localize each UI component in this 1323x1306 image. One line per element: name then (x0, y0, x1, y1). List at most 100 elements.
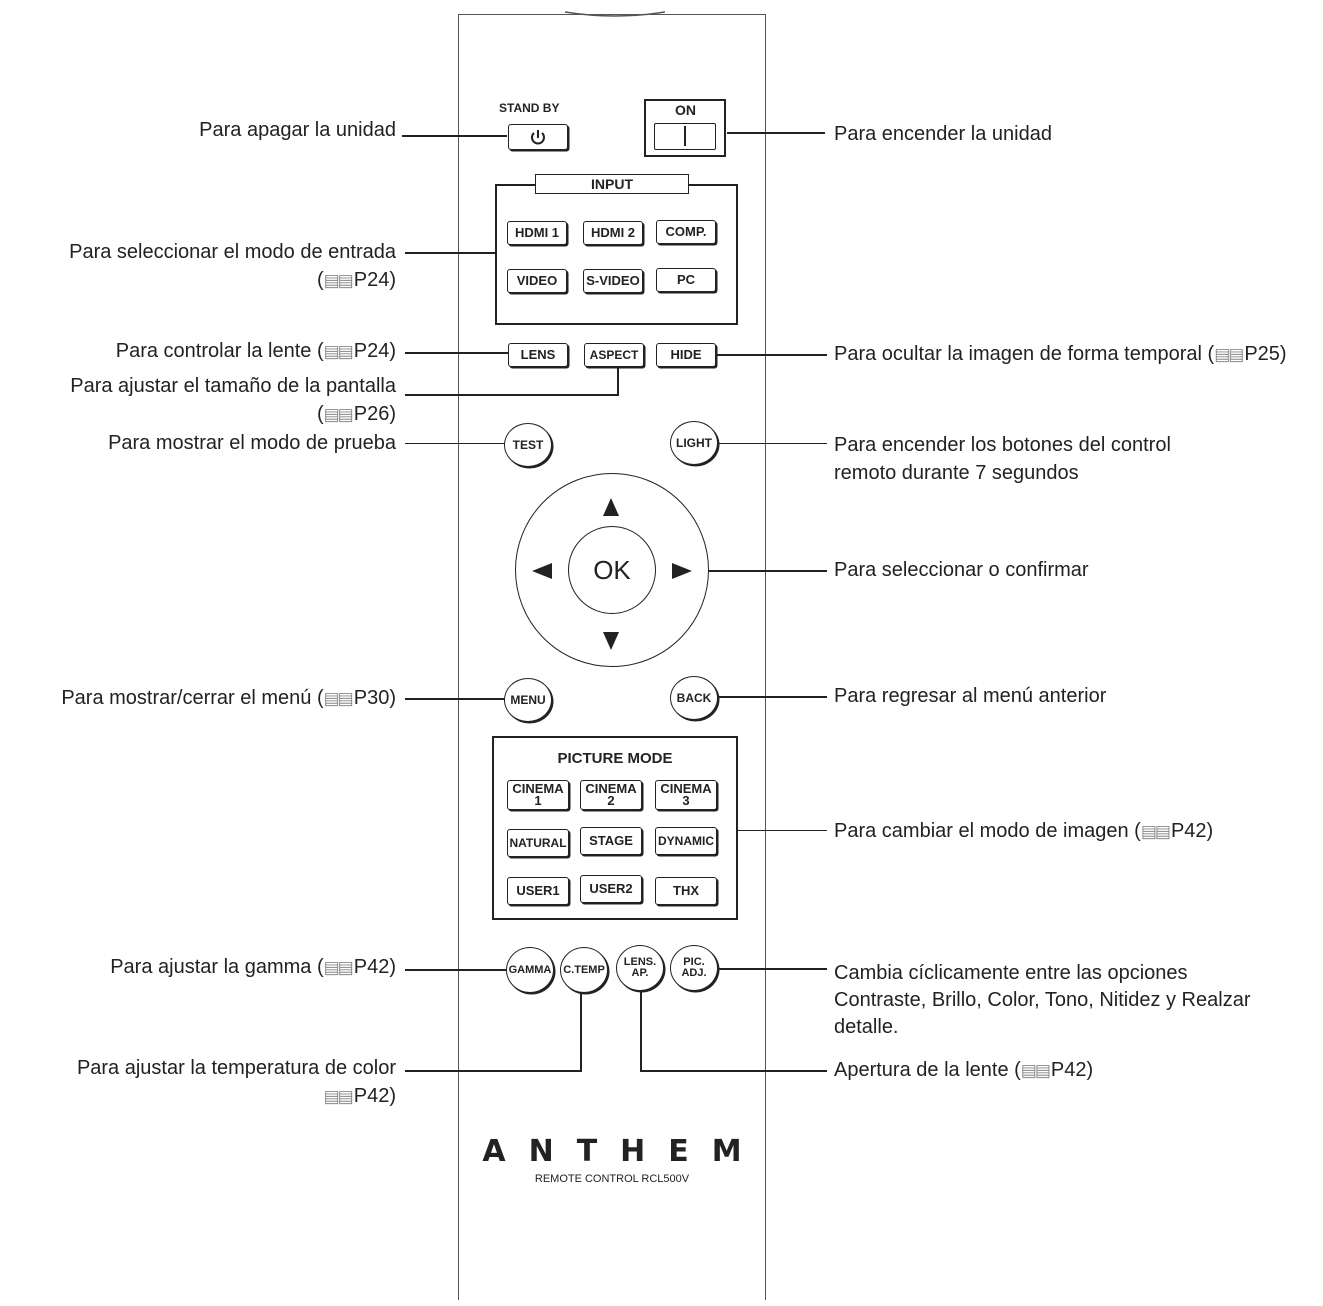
aspect-button[interactable]: ASPECT (584, 343, 644, 367)
lens-aperture-button[interactable]: LENS. AP. (616, 945, 664, 991)
on-divider (684, 126, 686, 146)
right-arrow-icon[interactable] (670, 560, 694, 582)
callout-power-off: Para apagar la unidad (199, 119, 396, 141)
book-icon: ▤▤ (323, 689, 354, 708)
callout-gamma: Para ajustar la gamma (▤▤P42) (110, 954, 396, 981)
hide-button[interactable]: HIDE (656, 343, 716, 367)
leader-aspect-h (405, 394, 619, 396)
light-button[interactable]: LIGHT (670, 421, 718, 465)
book-icon: ▤▤ (1020, 1061, 1051, 1080)
input-label: INPUT (535, 174, 689, 194)
direction-pad (515, 473, 709, 667)
callout-light-2: remoto durante 7 segundos (834, 462, 1079, 484)
leader-lens (405, 352, 508, 354)
remote-top-edge (564, 11, 666, 17)
callout-lensap-text: Apertura de la lente ( (834, 1059, 1021, 1081)
ctemp-button[interactable]: C.TEMP (560, 947, 608, 993)
callout-hide: Para ocultar la imagen de forma temporal… (834, 341, 1287, 368)
thx-button[interactable]: THX (655, 877, 717, 905)
callout-lens-text: Para controlar la lente ( (115, 340, 324, 362)
callout-lensap: Apertura de la lente (▤▤P42) (834, 1057, 1093, 1084)
cinema2-button[interactable]: CINEMA 2 (580, 780, 642, 810)
callout-aspect-ref-text: P26) (353, 403, 396, 425)
book-icon: ▤▤ (323, 958, 354, 977)
leader-picadj (718, 968, 827, 970)
standby-label: STAND BY (499, 101, 560, 115)
ok-button[interactable]: OK (568, 526, 656, 614)
leader-power-off (402, 135, 507, 137)
cinema3-button[interactable]: CINEMA 3 (655, 780, 717, 810)
leader-ctemp-h (405, 1070, 582, 1072)
picture-mode-label: PICTURE MODE (557, 750, 673, 767)
comp-button[interactable]: COMP. (656, 220, 716, 244)
cinema1-button[interactable]: CINEMA 1 (507, 780, 569, 810)
book-icon: ▤▤ (1140, 822, 1171, 841)
stage-button[interactable]: STAGE (580, 827, 642, 855)
callout-light-1: Para encender los botones del control (834, 434, 1171, 456)
callout-picture-ref: P42) (1170, 820, 1214, 842)
leader-lensap-v (640, 991, 642, 1072)
callout-ctemp-ref: ▤▤P42) (324, 1083, 396, 1110)
callout-ok: Para seleccionar o confirmar (834, 559, 1089, 581)
callout-gamma-ref: P42) (353, 956, 396, 978)
callout-picture: Para cambiar el modo de imagen (▤▤P42) (834, 818, 1213, 845)
standby-button[interactable] (508, 124, 568, 150)
leader-gamma (405, 969, 506, 971)
on-button[interactable] (654, 123, 716, 150)
user1-button[interactable]: USER1 (507, 877, 569, 905)
callout-ctemp-ref-text: P42) (353, 1085, 396, 1107)
callout-picadj-1: Cambia cíclicamente entre las opciones (834, 962, 1188, 984)
callout-test: Para mostrar el modo de prueba (108, 432, 396, 454)
picture-mode-panel (492, 736, 738, 920)
on-label: ON (675, 102, 696, 118)
brand-logo: ANTHEM (482, 1134, 765, 1169)
model-label: REMOTE CONTROL RCL500V (534, 1173, 690, 1185)
test-button[interactable]: TEST (504, 423, 552, 467)
input-panel (495, 184, 738, 325)
book-icon: ▤▤ (323, 405, 354, 424)
video-button[interactable]: VIDEO (507, 269, 567, 293)
leader-light (718, 443, 827, 444)
book-icon: ▤▤ (323, 1087, 354, 1106)
callout-input-ref-text: P24) (353, 269, 396, 291)
callout-gamma-text: Para ajustar la gamma ( (110, 956, 324, 978)
hdmi1-button[interactable]: HDMI 1 (507, 221, 567, 245)
book-icon: ▤▤ (323, 271, 354, 290)
callout-input-ref: (▤▤P24) (317, 267, 396, 294)
down-arrow-icon[interactable] (600, 630, 622, 652)
leader-lensap-h (640, 1070, 827, 1072)
pc-button[interactable]: PC (656, 268, 716, 292)
natural-button[interactable]: NATURAL (507, 829, 569, 857)
leader-input (405, 252, 495, 254)
book-icon: ▤▤ (1214, 345, 1244, 364)
dynamic-button[interactable]: DYNAMIC (655, 827, 717, 855)
up-arrow-icon[interactable] (600, 496, 622, 518)
book-icon: ▤▤ (323, 342, 354, 361)
back-button[interactable]: BACK (670, 676, 718, 720)
leader-power-on (727, 132, 825, 134)
hdmi2-button[interactable]: HDMI 2 (583, 221, 643, 245)
callout-back: Para regresar al menú anterior (834, 685, 1107, 707)
callout-hide-text: Para ocultar la imagen de forma temporal… (834, 343, 1215, 365)
leader-aspect-v (617, 367, 619, 396)
callout-input: Para seleccionar el modo de entrada (69, 241, 396, 263)
user2-button[interactable]: USER2 (580, 875, 642, 903)
callout-aspect: Para ajustar el tamaño de la pantalla (70, 375, 396, 397)
callout-lensap-ref: P42) (1050, 1059, 1094, 1081)
leader-menu (405, 698, 505, 700)
callout-ctemp: Para ajustar la temperatura de color (76, 1057, 396, 1079)
picture-adjust-button[interactable]: PIC. ADJ. (670, 945, 718, 991)
left-arrow-icon[interactable] (530, 560, 554, 582)
leader-test (405, 443, 505, 444)
lens-button[interactable]: LENS (508, 343, 568, 367)
callout-menu: Para mostrar/cerrar el menú (▤▤P30) (61, 685, 396, 712)
power-icon (531, 130, 545, 145)
svideo-button[interactable]: S-VIDEO (583, 269, 643, 293)
callout-lens: Para controlar la lente (▤▤P24) (116, 338, 396, 365)
leader-ok (709, 570, 827, 572)
leader-back (718, 696, 827, 698)
leader-picture (738, 830, 827, 831)
callout-hide-ref: P25) (1244, 343, 1287, 365)
gamma-button[interactable]: GAMMA (506, 947, 554, 993)
menu-button[interactable]: MENU (504, 678, 552, 722)
